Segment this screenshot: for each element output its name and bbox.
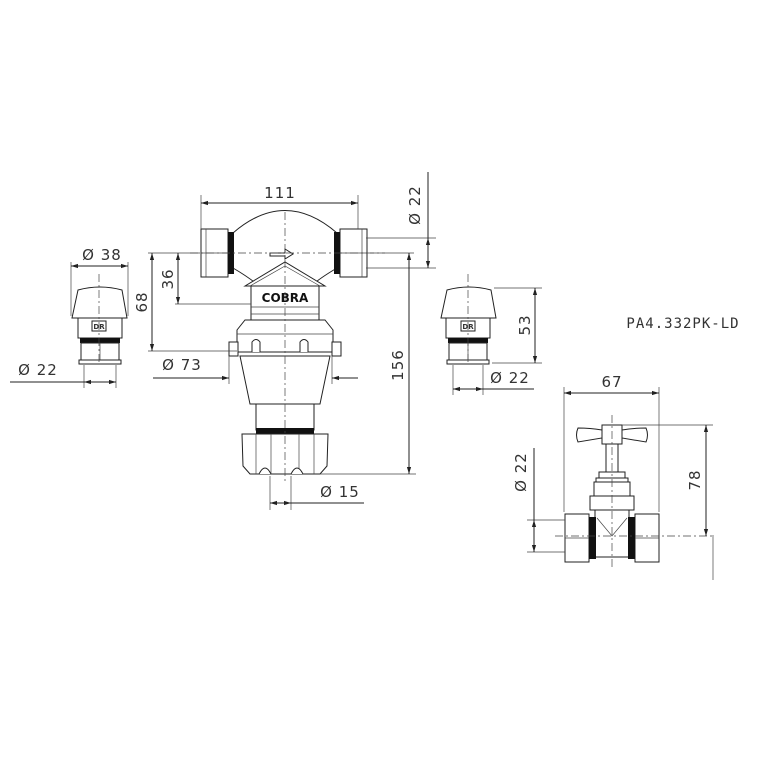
dim-right-cap-height: 53 [516, 314, 534, 335]
cap [440, 286, 497, 319]
flow-arrow-icon [269, 248, 294, 260]
cap [71, 286, 128, 319]
dim-width-111: 111 [264, 184, 296, 202]
left-cap-dimensions: Ø 38 Ø 22 [10, 246, 129, 388]
product-code: PA4.332PK-LD [626, 316, 739, 332]
main-valve-dimensions: 111 Ø 22 156 68 36 Ø 73 Ø 15 [133, 172, 436, 510]
dim-right-pipe-diameter: Ø 22 [490, 369, 530, 387]
dim-outlet-diameter: Ø 15 [320, 483, 360, 501]
left-cap-valve: DR [71, 274, 128, 365]
dim-pipe-diameter: Ø 22 [406, 185, 424, 225]
stop-valve-dimensions: 67 78 Ø 22 [512, 373, 714, 580]
dim-label-height: 36 [159, 268, 177, 289]
dim-cap-diameter: Ø 38 [82, 246, 122, 264]
dim-stop-width: 67 [601, 373, 622, 391]
right-cap-dimensions: 53 Ø 22 [452, 287, 542, 395]
brand-label: COBRA [262, 291, 309, 305]
dim-collar-height: 68 [133, 291, 151, 312]
dim-stop-pipe-diameter: Ø 22 [512, 452, 530, 492]
dim-total-height: 156 [389, 349, 407, 381]
dim-collar-diameter: Ø 73 [162, 356, 202, 374]
main-valve: COBRA [190, 210, 385, 484]
right-cap-valve: DR [440, 274, 497, 365]
dim-left-pipe-diameter: Ø 22 [18, 361, 58, 379]
dim-stop-height: 78 [686, 469, 704, 490]
stop-valve [555, 415, 715, 567]
